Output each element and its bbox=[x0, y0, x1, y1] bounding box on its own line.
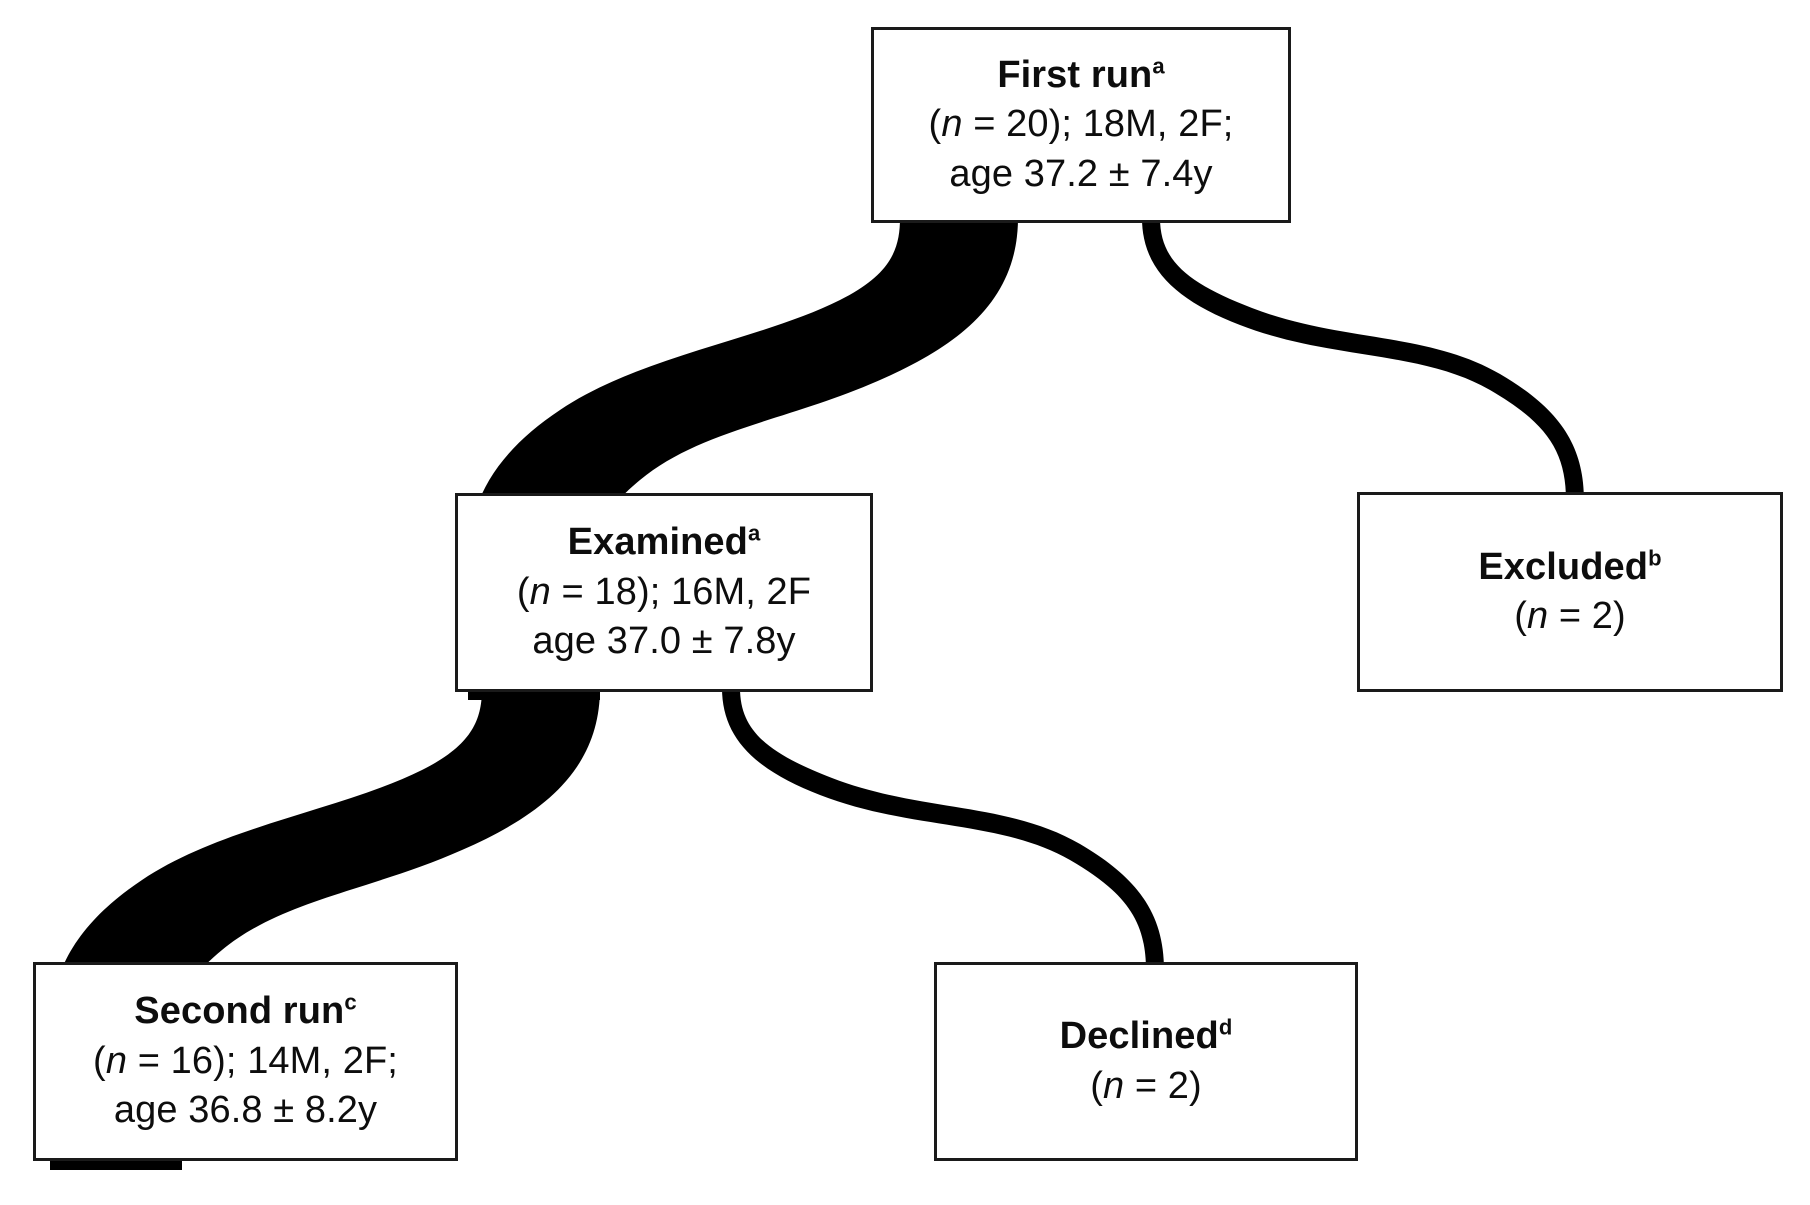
footnote-marker-a: a bbox=[747, 520, 761, 546]
node-first-run-line2: (n = 20); 18M, 2F; bbox=[928, 103, 1234, 146]
node-examined: Examineda (n = 18); 16M, 2F age 37.0 ± 7… bbox=[455, 493, 873, 692]
footnote-marker-c: c bbox=[344, 989, 357, 1015]
node-examined-title: Examineda bbox=[567, 520, 761, 564]
node-second-run-title: Second runc bbox=[134, 989, 357, 1033]
node-declined-title: Declinedd bbox=[1059, 1014, 1233, 1058]
node-first-run-title: First runa bbox=[997, 53, 1165, 96]
node-second-run: Second runc (n = 16); 14M, 2F; age 36.8 … bbox=[33, 962, 458, 1161]
flow-first-run-to-excluded bbox=[1142, 218, 1584, 520]
italic-n: n bbox=[941, 103, 963, 146]
italic-n: n bbox=[105, 1039, 128, 1082]
footnote-marker-d: d bbox=[1218, 1014, 1233, 1040]
footnote-marker-a: a bbox=[1152, 53, 1165, 79]
italic-n: n bbox=[529, 570, 551, 613]
italic-n: n bbox=[1526, 595, 1549, 637]
node-excluded-line2: (n = 2) bbox=[1514, 595, 1626, 637]
node-second-run-line2: (n = 16); 14M, 2F; bbox=[93, 1039, 398, 1082]
node-declined: Declinedd (n = 2) bbox=[934, 962, 1358, 1161]
node-examined-line3: age 37.0 ± 7.8y bbox=[532, 620, 796, 663]
footnote-marker-b: b bbox=[1648, 544, 1662, 570]
node-excluded-title: Excludedb bbox=[1478, 544, 1662, 588]
node-examined-line2: (n = 18); 16M, 2F bbox=[516, 570, 812, 613]
node-excluded: Excludedb (n = 2) bbox=[1357, 492, 1783, 692]
node-declined-line2: (n = 2) bbox=[1090, 1064, 1202, 1107]
node-first-run-line3: age 37.2 ± 7.4y bbox=[949, 152, 1213, 195]
node-second-run-line3: age 36.8 ± 8.2y bbox=[113, 1089, 378, 1132]
node-first-run: First runa (n = 20); 18M, 2F; age 37.2 ±… bbox=[871, 27, 1291, 223]
italic-n: n bbox=[1102, 1064, 1125, 1107]
flow-examined-to-declined bbox=[722, 688, 1164, 990]
